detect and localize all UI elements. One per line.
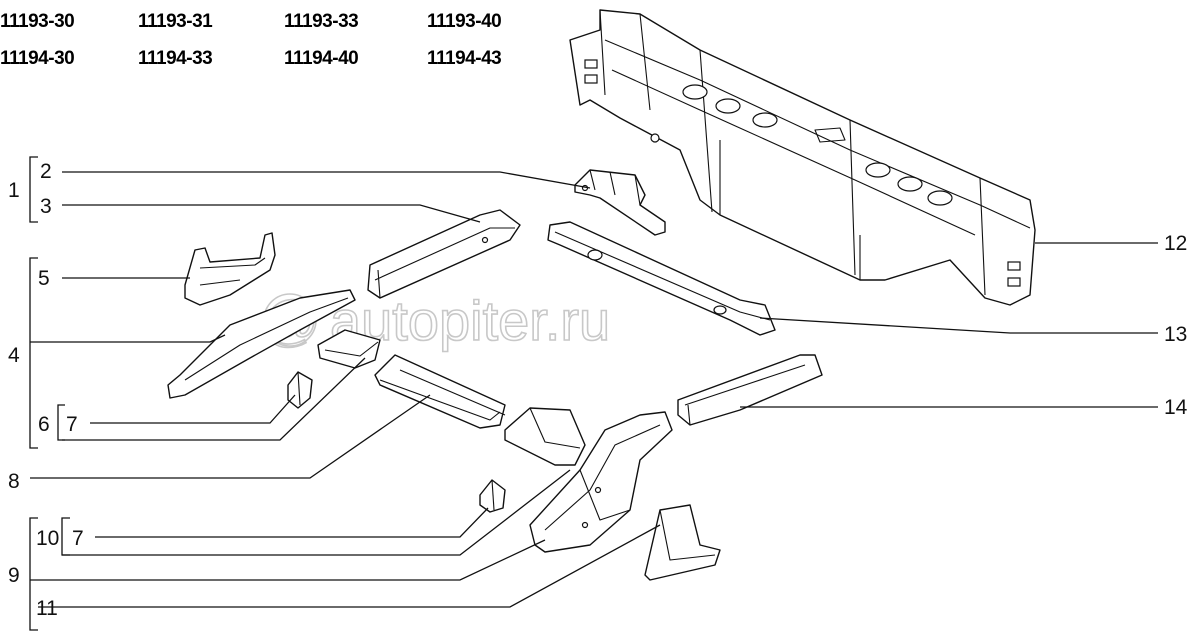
model-code: 11194-40 (284, 48, 358, 69)
model-code: 11193-40 (427, 11, 501, 32)
part-2-bracket (574, 169, 666, 236)
callouts: 1 2 3 4 5 6 7 8 9 10 7 11 12 13 14 (8, 160, 1188, 620)
part-12-rear-panel (569, 9, 1036, 306)
callout-1: 1 (8, 179, 20, 202)
callout-5: 5 (38, 267, 50, 290)
model-code: 11194-33 (138, 48, 212, 69)
callout-7: 7 (72, 527, 84, 550)
model-codes-header: 11193-30 11193-31 11193-33 11193-40 1119… (0, 11, 502, 69)
part-7-bracket (287, 371, 313, 409)
model-code: 11194-30 (0, 48, 74, 69)
part-10-floor-member (529, 411, 673, 553)
callout-4: 4 (8, 344, 20, 367)
part-13-crossbar (547, 221, 776, 336)
callout-9: 9 (8, 564, 20, 587)
callout-14: 14 (1164, 396, 1188, 419)
part-channel (374, 354, 506, 429)
callout-3: 3 (40, 195, 52, 218)
part-floor-bracket (504, 407, 586, 466)
callout-6: 6 (38, 413, 50, 436)
model-code: 11194-43 (427, 48, 501, 69)
callout-12: 12 (1164, 232, 1187, 255)
part-14-member (677, 354, 823, 426)
leader-lines (29, 156, 1158, 631)
part-7-bracket (479, 479, 506, 513)
callout-2: 2 (40, 160, 52, 183)
model-code: 11193-30 (0, 11, 74, 32)
callout-8: 8 (8, 470, 20, 493)
part-5-bracket (184, 232, 276, 306)
part-11-bracket (644, 504, 721, 581)
callout-13: 13 (1164, 323, 1187, 346)
model-code: 11193-33 (284, 11, 358, 32)
callout-11: 11 (36, 597, 58, 620)
part-3-member (367, 209, 521, 299)
part-4-side-member (167, 289, 356, 399)
callout-10: 10 (36, 527, 59, 550)
callout-7: 7 (66, 413, 78, 436)
model-code: 11193-31 (138, 11, 213, 32)
